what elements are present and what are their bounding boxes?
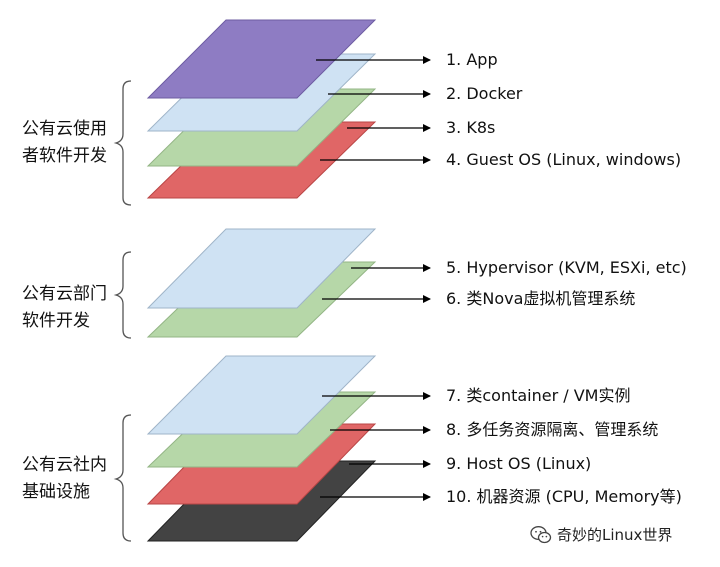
layer-label-8: 8. 多任务资源隔离、管理系统 xyxy=(446,420,659,439)
bracket-group-3 xyxy=(113,414,132,542)
layer-label-7: 7. 类container / VM实例 xyxy=(446,386,631,405)
watermark-text: 奇妙的Linux世界 xyxy=(557,526,673,544)
group-label-public-cloud-user-dev: 公有云使用 者软件开发 xyxy=(22,116,107,170)
layer-5-hypervisor xyxy=(146,228,377,309)
bracket-group-1 xyxy=(113,80,132,206)
group-label-line: 者软件开发 xyxy=(22,146,107,166)
group-label-line: 软件开发 xyxy=(22,311,90,331)
layer-7-container-vm-instance xyxy=(146,355,377,435)
layer-label-2: 2. Docker xyxy=(446,84,523,103)
group-label-line: 公有云部门 xyxy=(22,284,107,304)
wechat-icon xyxy=(530,525,552,543)
watermark: 奇妙的Linux世界 xyxy=(530,524,672,545)
group-label-line: 公有云社内 xyxy=(22,455,107,475)
group-label-line: 公有云使用 xyxy=(22,119,107,139)
bracket-group-2 xyxy=(113,251,132,339)
layer-label-10: 10. 机器资源 (CPU, Memory等) xyxy=(446,487,682,506)
layer-label-5: 5. Hypervisor (KVM, ESXi, etc) xyxy=(446,258,687,277)
group-label-line: 基础设施 xyxy=(22,482,90,502)
group-label-public-cloud-infra: 公有云社内 基础设施 xyxy=(22,452,107,506)
group-label-public-cloud-dept-dev: 公有云部门 软件开发 xyxy=(22,281,107,335)
layer-label-4: 4. Guest OS (Linux, windows) xyxy=(446,150,682,169)
layer-label-6: 6. 类Nova虚拟机管理系统 xyxy=(446,289,636,308)
layer-1-app xyxy=(146,19,377,99)
layer-label-9: 9. Host OS (Linux) xyxy=(446,454,592,473)
layer-label-3: 3. K8s xyxy=(446,118,496,137)
layer-label-1: 1. App xyxy=(446,50,498,69)
